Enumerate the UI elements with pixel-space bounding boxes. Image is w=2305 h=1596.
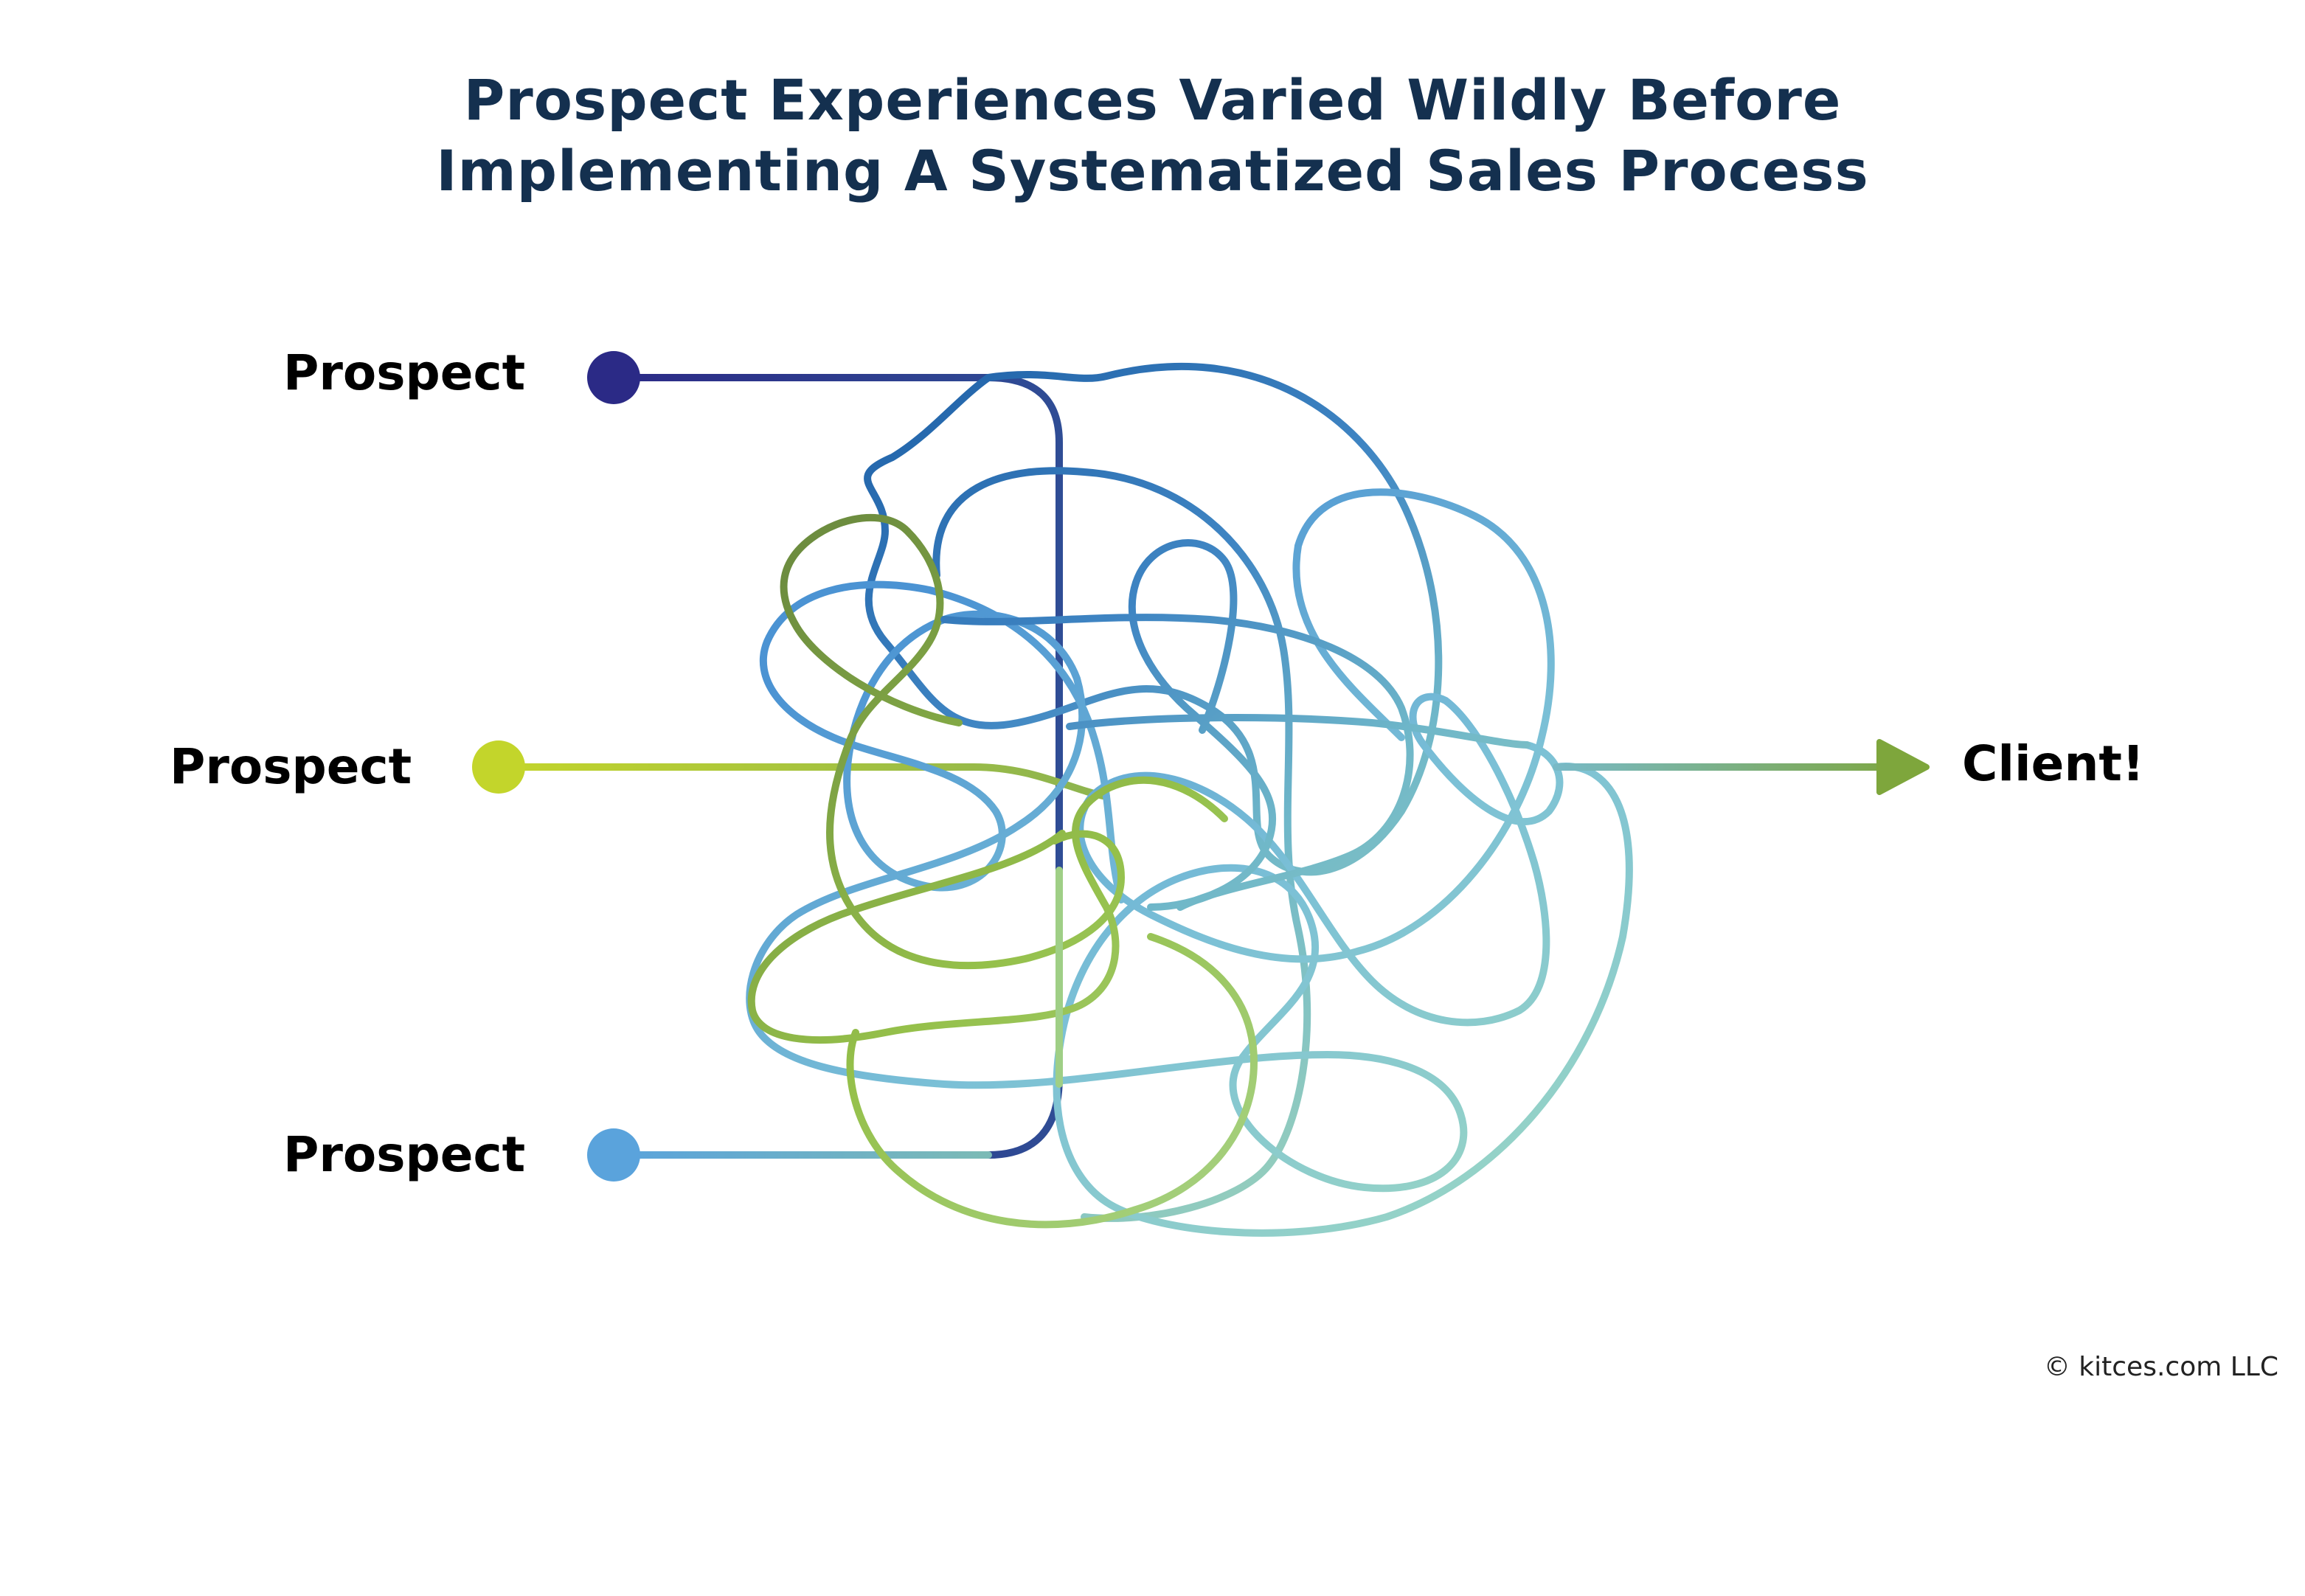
- tangle-loop-right: [1076, 488, 1564, 1027]
- title-line-1: Prospect Experiences Varied Wildly Befor…: [463, 67, 1842, 133]
- prospect-middle-dot: [472, 740, 525, 794]
- tangle-strand-horizontal: [940, 614, 1414, 911]
- tangle-loop-to-client: [746, 580, 1633, 1237]
- copyright-notice: © kitces.com LLC: [2043, 1352, 2278, 1382]
- tangle-loop-green-left: [780, 513, 1125, 970]
- tangle-loop-outer: [864, 362, 1443, 876]
- page-title: Prospect Experiences Varied Wildly Befor…: [0, 65, 2305, 207]
- title-line-2: Implementing A Systematized Sales Proces…: [436, 138, 1869, 204]
- tangle-strand-cross: [1066, 714, 1531, 749]
- prospect-middle-label: Prospect: [170, 738, 412, 795]
- client-arrowhead: [1876, 739, 1930, 795]
- prospect-bottom-dot: [587, 1128, 640, 1182]
- tangle-small-loop-top: [1128, 539, 1277, 911]
- prospect-bottom-label: Prospect: [283, 1126, 526, 1183]
- client-label: Client!: [1962, 735, 2145, 792]
- prospect-top-label: Prospect: [283, 344, 526, 401]
- prospect-top-dot: [587, 351, 640, 404]
- tangle-loop-green-lower: [747, 776, 1228, 1044]
- tangle-loop-green-bottom: [846, 933, 1258, 1229]
- middle-prospect-path: [495, 763, 1110, 800]
- tangle-loop-inner-blue: [932, 467, 1311, 1222]
